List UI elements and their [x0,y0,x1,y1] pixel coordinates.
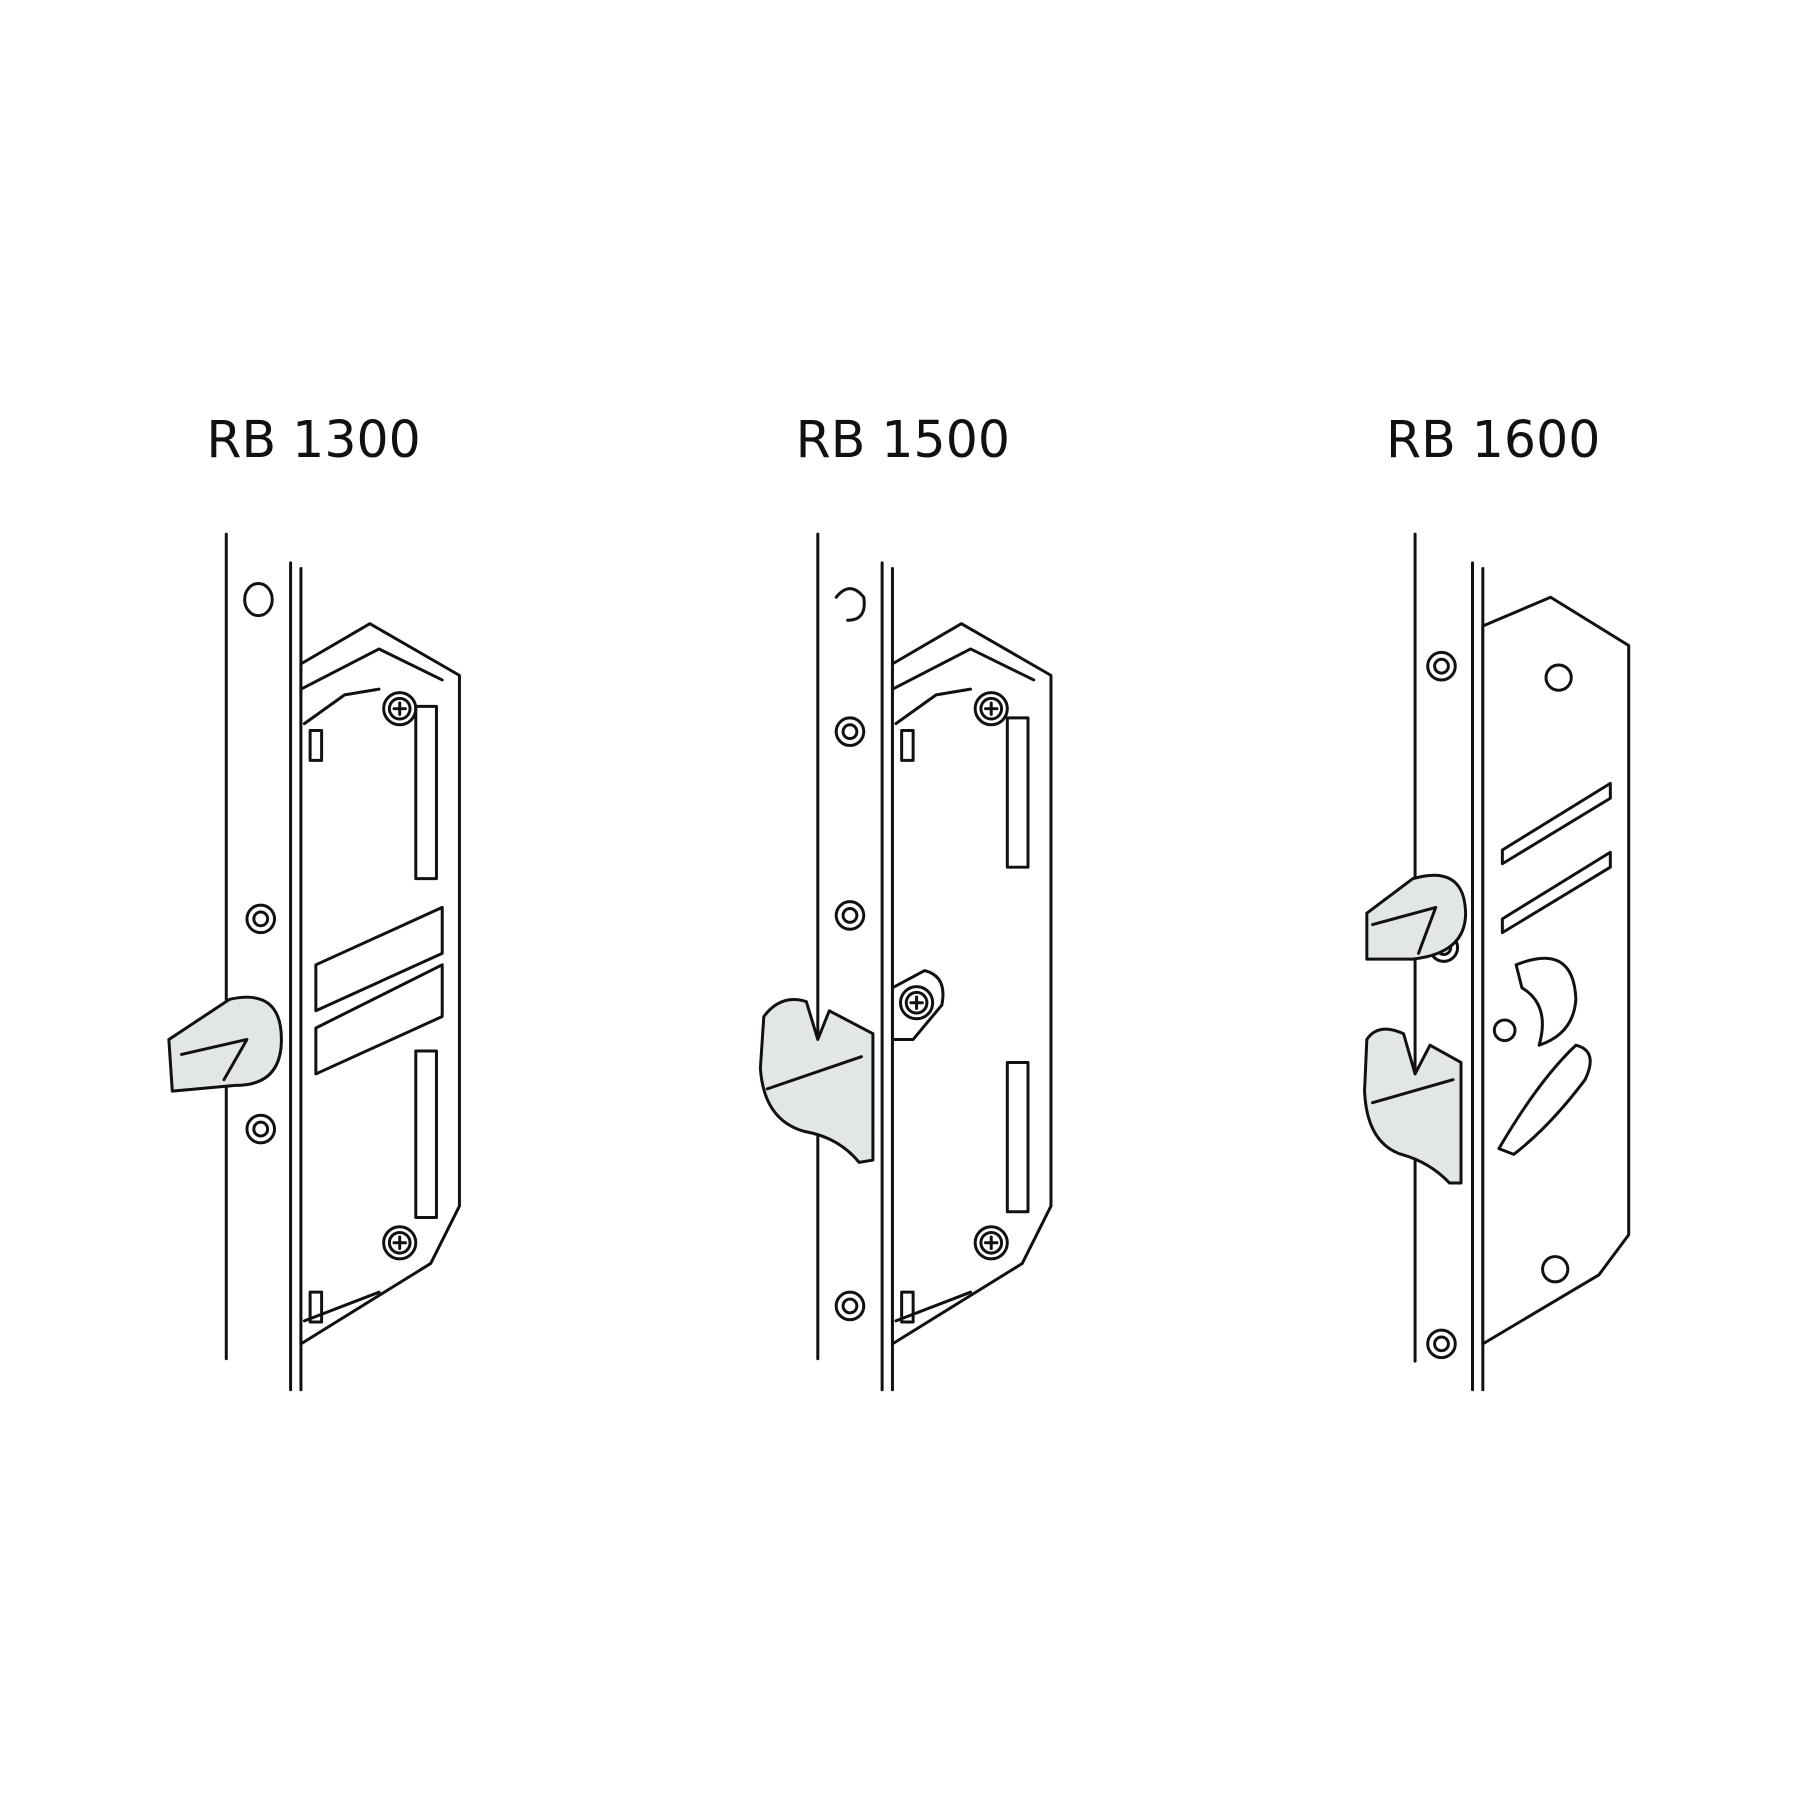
hook [758,998,875,1164]
product-rb1300: RB 1300 [167,410,460,1390]
product-rb1600: RB 1600 [1363,410,1631,1392]
product-label: RB 1300 [206,410,420,469]
hook [1363,1027,1463,1185]
product-label: RB 1500 [796,410,1010,469]
product-rb1500: RB 1500 [758,410,1051,1390]
bolt [1365,873,1468,961]
product-label: RB 1600 [1386,410,1600,469]
